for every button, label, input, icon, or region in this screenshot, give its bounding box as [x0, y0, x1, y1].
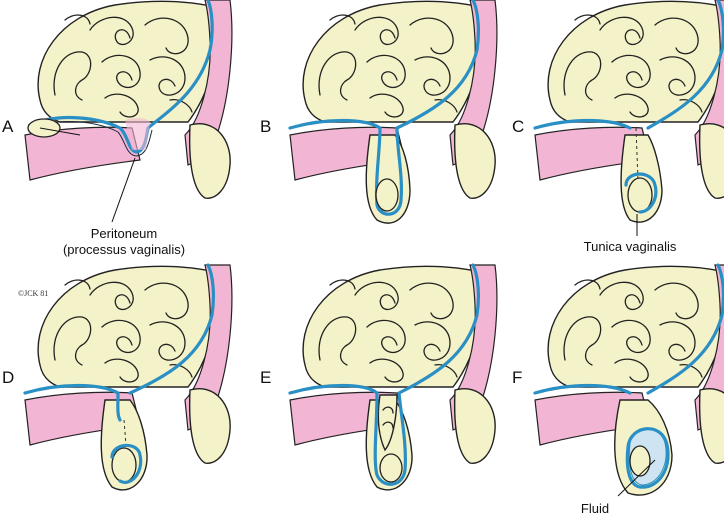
peritoneum-leader-line: [111, 157, 136, 223]
panel-c: [533, 0, 724, 223]
panel-c-letter: C: [512, 117, 524, 136]
panel-d: [23, 263, 233, 491]
panel-b: [288, 0, 498, 224]
panel-b-letter: B: [260, 117, 271, 136]
tunica-vaginalis-label: Tunica vaginalis: [584, 239, 677, 254]
panel-a-letter: A: [2, 117, 14, 136]
panel-e: [288, 263, 498, 491]
peritoneum-label: Peritoneum: [91, 226, 157, 241]
fluid-leader-line: [617, 459, 656, 497]
panel-d-letter: D: [2, 368, 14, 387]
fluid-label: Fluid: [581, 501, 609, 516]
panel-f: [533, 263, 724, 496]
panel-a: [24, 0, 233, 199]
panel-e-letter: E: [260, 368, 271, 387]
processus-vaginalis-label: (processus vaginalis): [63, 242, 185, 257]
artist-signature: ©JCK 81: [18, 289, 48, 298]
panel-f-letter: F: [512, 368, 522, 387]
